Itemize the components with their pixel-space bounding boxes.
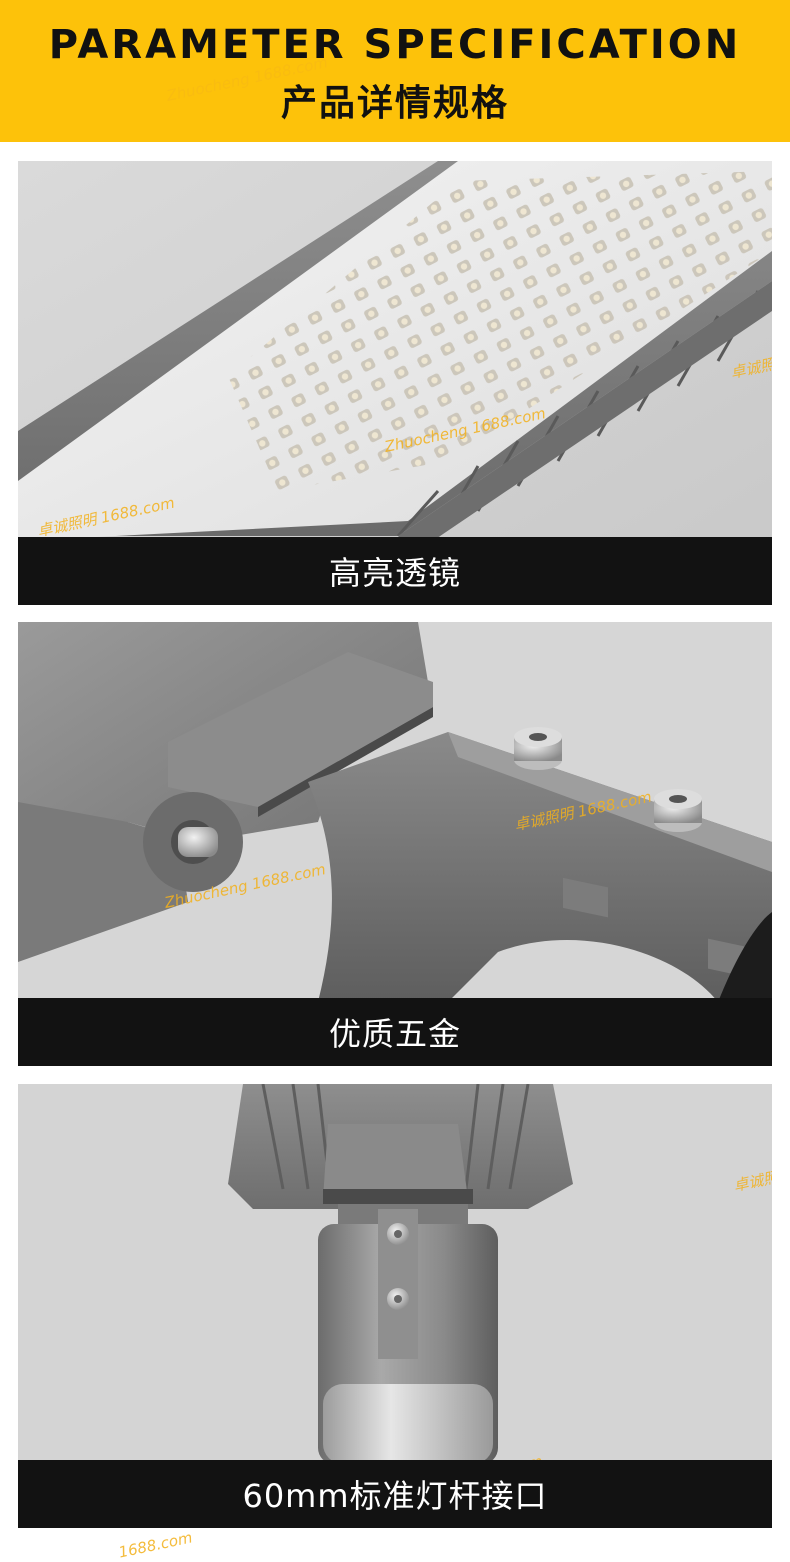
watermark: 1688.com	[116, 1528, 195, 1562]
caption-hardware: 优质五金	[18, 998, 772, 1066]
title-zh: 产品详情规格	[280, 83, 509, 124]
title-en: PARAMETER SPECIFICATION	[48, 22, 742, 68]
header-banner: PARAMETER SPECIFICATION 产品详情规格	[0, 0, 790, 142]
panel-hardware: 卓诚照明 1688.com Zhuocheng 1688.com 优质五金	[18, 622, 772, 1066]
panel-pole-interface: 卓诚照明 Zhuocheng 1688.com 60mm标准灯杆接口	[18, 1084, 772, 1528]
caption-pole-interface: 60mm标准灯杆接口	[18, 1460, 772, 1528]
lens-product-image	[18, 161, 772, 605]
panel-lens: Zhuocheng 1688.com 卓诚照明 1688.com 卓诚照明 高亮…	[18, 161, 772, 605]
caption-lens: 高亮透镜	[18, 537, 772, 605]
pole-interface-product-image	[18, 1084, 772, 1528]
hardware-product-image	[18, 622, 772, 1066]
